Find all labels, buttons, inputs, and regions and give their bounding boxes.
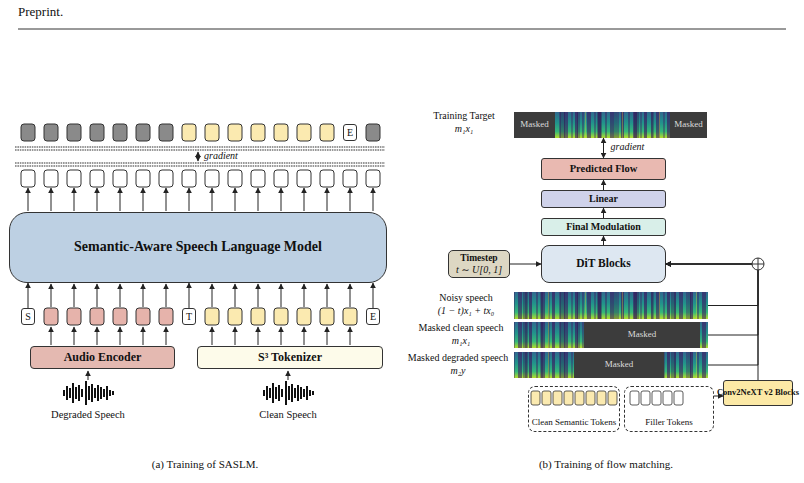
node-text: (1 − t)x₁ + tx₀	[424, 305, 508, 317]
block-box: Conv2NeXT v2 Blocks	[723, 380, 793, 406]
node-text: Filler Tokens	[625, 417, 713, 427]
input-tokens	[44, 308, 357, 325]
node-text: Semantic-Aware Speech Language Model	[74, 239, 322, 255]
node-text: E	[370, 311, 376, 323]
token-box: E	[343, 124, 357, 141]
spectrogram: Masked degraded speechm₂yMasked	[514, 352, 708, 378]
encoder-box: Audio Encoder	[30, 346, 175, 369]
text-label: gradient	[204, 150, 238, 162]
model-box: Semantic-Aware Speech Language Model	[9, 212, 387, 283]
output-tokens	[21, 170, 380, 187]
gradient-divider	[15, 147, 385, 166]
block-box: DiT Blocks	[541, 245, 666, 283]
input-box: Timestept ∼ U[0, 1]	[448, 250, 510, 278]
flow-arrow	[603, 138, 604, 158]
node-text: Masked clean speech	[412, 322, 510, 334]
node-text: S	[25, 311, 31, 323]
waveform	[264, 381, 313, 405]
semantic-tokens	[531, 391, 683, 405]
header-rule	[18, 29, 786, 30]
flow-arrow	[666, 264, 758, 380]
node-text: Audio Encoder	[64, 351, 142, 365]
waveform	[64, 381, 113, 405]
text-label: Clean Speech	[238, 409, 338, 421]
tokenizer-box: S³ Tokenizer	[197, 346, 383, 369]
node-text: Linear	[589, 193, 618, 205]
flow-arrow	[666, 264, 758, 335]
flow-arrow	[603, 180, 604, 190]
flow-arrow	[373, 283, 374, 308]
node-text: T	[186, 311, 192, 323]
flow-arrow	[666, 264, 758, 306]
text-label: Degraded Speech	[38, 409, 138, 421]
node-text: Masked	[514, 119, 555, 129]
flow-arrow	[189, 283, 190, 308]
flow-arrow	[28, 283, 29, 308]
flow-arrow	[666, 264, 758, 365]
node-text: E	[347, 127, 353, 139]
edge-label: gradient	[611, 141, 645, 153]
node-text: Masked	[584, 329, 700, 339]
node-text: Masked	[670, 119, 707, 129]
spectrogram: Training Targetm₁x₁MaskedMasked	[514, 112, 707, 138]
node-text: m₁x₁	[422, 123, 506, 135]
target-tokens	[21, 124, 380, 141]
process-box: Linear	[541, 190, 666, 208]
process-box: Predicted Flow	[541, 158, 666, 180]
node-text: Masked degraded speech	[406, 352, 510, 364]
token-box: E	[366, 308, 380, 325]
node-text: m₂y	[406, 365, 510, 377]
text-label: (b) Training of flow matching.	[506, 458, 706, 471]
node-text: Predicted Flow	[570, 163, 638, 175]
node-text: Masked	[574, 359, 664, 369]
flow-arrow	[603, 236, 604, 245]
node-text: Final Modulation	[566, 221, 641, 233]
node-text: S³ Tokenizer	[258, 351, 322, 365]
token-group: Filler Tokens	[624, 386, 714, 432]
node-text: m₁x₁	[412, 335, 510, 347]
process-box: Final Modulation	[541, 218, 666, 236]
node-text: Clean Semantic Tokens	[529, 417, 619, 427]
token-box: S	[21, 308, 35, 325]
flow-arrow	[510, 264, 541, 265]
text-label: Preprint.	[18, 5, 63, 20]
token-group: Clean Semantic Tokens	[528, 386, 620, 432]
spectrogram: Masked clean speechm₁x₁Masked	[514, 322, 708, 348]
flow-arrow	[603, 208, 604, 218]
spectrograms	[514, 112, 708, 378]
gradient-arrow	[198, 152, 199, 161]
output-arrows	[28, 188, 373, 211]
node-text: Conv2NeXT v2 Blocks	[717, 388, 799, 398]
node-text: DiT Blocks	[576, 257, 630, 270]
spectrogram: Noisy speech(1 − t)x₁ + tx₀	[514, 292, 708, 319]
node-text: Timestep	[460, 253, 497, 264]
node-text: Noisy speech	[424, 292, 508, 304]
node-text: Training Target	[422, 110, 506, 122]
text-label: (a) Training of SASLM.	[105, 458, 305, 471]
node-text: t ∼ U[0, 1]	[456, 264, 502, 276]
token-box: T	[182, 308, 196, 325]
